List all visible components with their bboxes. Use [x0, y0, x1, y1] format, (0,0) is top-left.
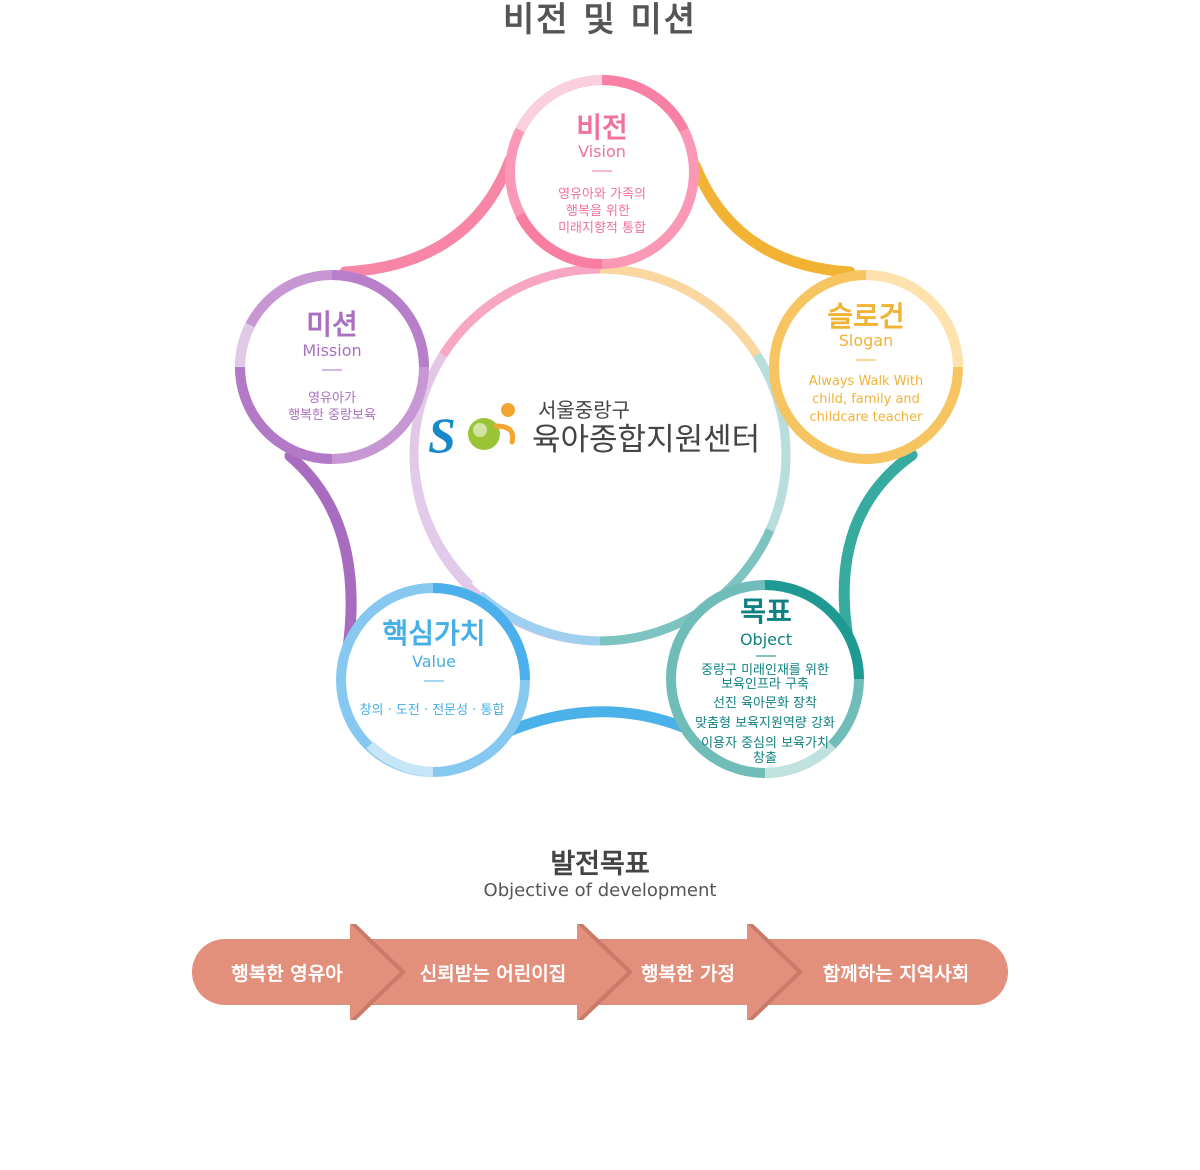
- node-vision: 비전 Vision 영유아와 가족의 행복을 위한 미래지향적 통합: [505, 74, 699, 270]
- value-subtitle: Value: [412, 652, 456, 671]
- node-mission: 미션 Mission 영유아가 행복한 중랑보육: [234, 270, 429, 464]
- connector-object-value: [494, 706, 701, 741]
- slogan-title: 슬로건: [827, 300, 904, 333]
- slogan-line-2: child, family and: [812, 392, 920, 407]
- object-subtitle: Object: [740, 630, 792, 649]
- vision-line-2: 행복을 위한: [566, 203, 630, 219]
- node-value: 핵심가치 Value 창의 · 도전 · 전문성 · 통합: [336, 583, 530, 777]
- value-title: 핵심가치: [382, 617, 485, 650]
- vision-mission-diagram: S 서울중랑구 육아종합지원센터 비전 Vision 영유아와 가족의 행복을 …: [234, 74, 963, 779]
- logo-mark-dot: [501, 403, 515, 417]
- slogan-line-1: Always Walk With: [809, 374, 923, 389]
- connector-vision-slogan: [689, 159, 856, 278]
- arrow-head-1: [350, 924, 406, 1020]
- value-line-1: 창의 · 도전 · 전문성 · 통합: [360, 703, 505, 718]
- node-object: 목표 Object 중랑구 미래인재를 위한 보육인프라 구축 선진 육아문화 …: [666, 580, 864, 779]
- slogan-line-3: childcare teacher: [810, 410, 924, 425]
- vision-line-1: 영유아와 가족의: [558, 187, 646, 202]
- logo-line1: 서울중랑구: [538, 398, 630, 422]
- object-line-1: 중랑구 미래인재를 위한: [701, 663, 829, 678]
- vision-subtitle: Vision: [578, 142, 626, 161]
- mission-title: 미션: [306, 308, 358, 341]
- development-step-3: 행복한 가정: [641, 963, 735, 985]
- object-line-2: 보육인프라 구축: [721, 677, 809, 692]
- connector-arcs: [284, 154, 918, 741]
- connector-slogan-object: [838, 449, 918, 644]
- logo-line2: 육아종합지원센터: [532, 422, 760, 458]
- center-ring: [409, 264, 791, 646]
- object-title: 목표: [740, 595, 792, 628]
- development-step-2: 신뢰받는 어린이집: [420, 963, 566, 985]
- object-line-6: 창출: [753, 751, 777, 766]
- logo-mark-s: S: [428, 407, 456, 463]
- vision-line-3: 미래지향적 통합: [558, 221, 646, 236]
- center-logo: S 서울중랑구 육아종합지원센터: [428, 398, 760, 463]
- development-title: 발전목표: [550, 849, 650, 880]
- connector-vision-mission: [339, 154, 516, 278]
- mission-line-1: 영유아가: [308, 391, 356, 406]
- arrow-head-2: [577, 924, 633, 1020]
- vision-title: 비전: [576, 111, 628, 144]
- slogan-subtitle: Slogan: [839, 331, 894, 350]
- development-step-4: 함께하는 지역사회: [823, 963, 969, 985]
- object-line-4: 맞춤형 보육지원역량 강화: [695, 716, 835, 731]
- development-arrow-flow: 행복한 영유아 신뢰받는 어린이집 행복한 가정 함께하는 지역사회: [192, 924, 1008, 1020]
- mission-subtitle: Mission: [302, 341, 361, 360]
- connector-value-mission: [284, 450, 357, 654]
- node-slogan: 슬로건 Slogan Always Walk With child, famil…: [769, 270, 963, 464]
- page-title: 비전 및 미션: [502, 0, 698, 40]
- arrow-head-3: [747, 924, 803, 1020]
- development-step-1: 행복한 영유아: [231, 963, 343, 985]
- mission-line-2: 행복한 중랑보육: [288, 407, 376, 423]
- object-line-5: 이용자 중심의 보육가치: [701, 736, 829, 751]
- object-line-3: 선진 육아문화 장착: [713, 696, 817, 711]
- development-subtitle: Objective of development: [483, 880, 717, 901]
